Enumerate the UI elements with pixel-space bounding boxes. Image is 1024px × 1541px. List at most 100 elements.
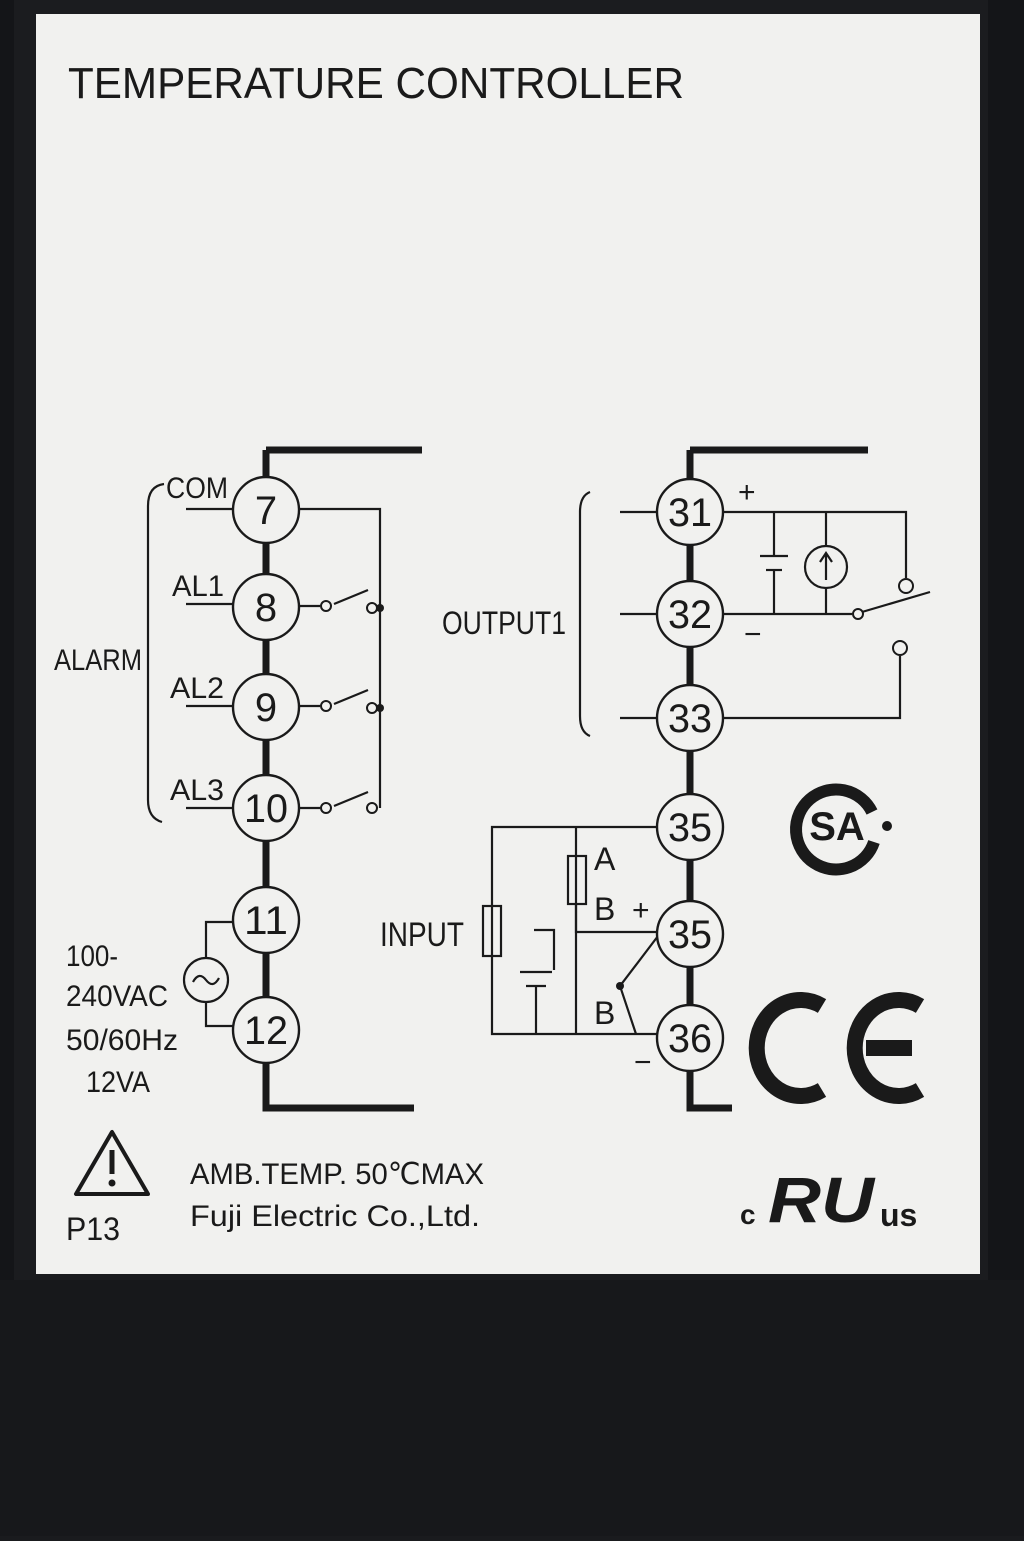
output-bracket <box>578 490 591 738</box>
ul-mark: c RU us <box>740 1164 917 1236</box>
terminal-11 <box>231 885 301 955</box>
left-terminal-bus <box>262 450 414 1112</box>
power-spec-line: 100- <box>66 940 118 973</box>
junction-al1 <box>376 604 384 612</box>
output-wire-31 <box>722 510 908 578</box>
pin-number: 36 <box>668 1017 712 1061</box>
input-group-label: INPUT <box>380 916 464 954</box>
power-spec: 100- 240VAC 50/60Hz 12VA <box>66 940 178 1099</box>
rtd-label-b: B <box>594 891 615 927</box>
al1-label: AL1 <box>172 570 224 603</box>
pin-number: 35 <box>668 806 712 850</box>
contact-terminals <box>320 578 914 814</box>
warning-dot <box>108 1179 116 1187</box>
terminal-8 <box>231 572 301 642</box>
right-terminal-bus <box>686 450 732 1112</box>
left-terminal-circles <box>231 475 301 1065</box>
pin-number: 33 <box>668 697 712 741</box>
power-spec-line: 50/60Hz <box>66 1024 178 1057</box>
ac-source-symbol <box>182 956 230 1004</box>
warning-icon <box>74 1130 150 1196</box>
al2-contact-point-b <box>366 702 378 714</box>
ce-c <box>748 992 827 1104</box>
al2-contact-arm <box>333 688 369 706</box>
pin-number: 32 <box>668 593 712 637</box>
terminal-7 <box>231 475 301 545</box>
relay-nc-point <box>892 640 908 656</box>
terminal-35a <box>655 792 725 862</box>
junction-input-switch <box>616 982 624 990</box>
terminal-31 <box>655 477 725 547</box>
pin-number: 8 <box>255 586 277 630</box>
pin-number: 11 <box>244 899 288 943</box>
terminal-12 <box>231 995 301 1065</box>
com-label: COM <box>166 472 228 505</box>
output-group-label: OUTPUT1 <box>442 605 566 641</box>
output-relay-arm <box>861 590 931 614</box>
output-plus-sign: + <box>738 476 756 509</box>
al2-contact-point <box>320 700 332 712</box>
right-terminal-circles <box>655 477 725 1073</box>
ac-wave <box>192 974 220 986</box>
power-wire-12 <box>204 1002 234 1028</box>
csa-letters: SA <box>809 805 865 849</box>
terminal-33 <box>655 683 725 753</box>
terminal-32 <box>655 579 725 649</box>
power-spec-line: 12VA <box>86 1066 150 1099</box>
pin-number: 35 <box>668 913 712 957</box>
pin-number: 31 <box>668 491 712 535</box>
ul-ru: RU <box>768 1164 876 1236</box>
input-minus-sign: − <box>634 1046 652 1079</box>
warning-triangle <box>74 1130 150 1196</box>
al3-contact-arm <box>333 790 369 808</box>
rtd-label-a: A <box>594 841 616 877</box>
housing-lower-panel <box>0 1280 1024 1536</box>
relay-common-point <box>852 608 864 620</box>
label-sticker <box>36 14 980 1274</box>
pin-number: 9 <box>255 686 277 730</box>
terminal-35b <box>655 899 725 969</box>
ul-c: c <box>740 1199 756 1230</box>
power-wire-11 <box>204 920 234 958</box>
output-minus-sign: − <box>744 618 762 651</box>
tc-wire-top <box>534 928 556 970</box>
terminal-numbers: 7 8 9 10 11 12 31 32 33 35 35 36 <box>244 489 712 1061</box>
housing-right-rail <box>988 0 1024 1280</box>
rtd-labels: A B B <box>594 841 616 1031</box>
alarm-group-label: ALARM <box>54 644 142 677</box>
al1-contact-arm <box>333 588 369 606</box>
terminal-36 <box>655 1003 725 1073</box>
junction-al2 <box>376 704 384 712</box>
meter-arrow <box>819 551 833 580</box>
terminal-9 <box>231 672 301 742</box>
al3-contact-point-b <box>366 802 378 814</box>
pin-number: 7 <box>255 489 277 533</box>
housing-left-rail <box>0 0 14 1280</box>
relay-no-point <box>898 578 914 594</box>
al3-contact-point <box>320 802 332 814</box>
wiring-lines <box>146 446 931 1112</box>
rtd-b-wire <box>574 904 658 934</box>
ambient-temp-text: AMB.TEMP. 50℃MAX <box>190 1158 484 1191</box>
rtd-label-b2: B <box>594 995 615 1031</box>
input-plus-sign: + <box>632 894 650 927</box>
ul-us: us <box>880 1197 917 1233</box>
alarm-labels: COM AL1 AL2 AL3 <box>166 472 228 807</box>
al1-contact-point <box>320 600 332 612</box>
page-code: P13 <box>66 1211 120 1247</box>
manufacturer-text: Fuji Electric Co.,Ltd. <box>190 1200 480 1233</box>
al2-label: AL2 <box>170 672 224 705</box>
power-spec-line: 240VAC <box>66 980 168 1013</box>
csa-dot <box>882 821 892 831</box>
csa-ring <box>790 783 880 876</box>
input-resistor <box>481 904 503 958</box>
pin-number: 10 <box>244 787 288 831</box>
ce-e-arc <box>846 992 925 1104</box>
output-wire-33 <box>722 656 902 720</box>
junction-dots <box>376 604 624 990</box>
label-title: TEMPERATURE CONTROLLER <box>68 59 684 108</box>
alarm-bracket <box>146 482 165 824</box>
pin-number: 12 <box>244 1009 288 1053</box>
